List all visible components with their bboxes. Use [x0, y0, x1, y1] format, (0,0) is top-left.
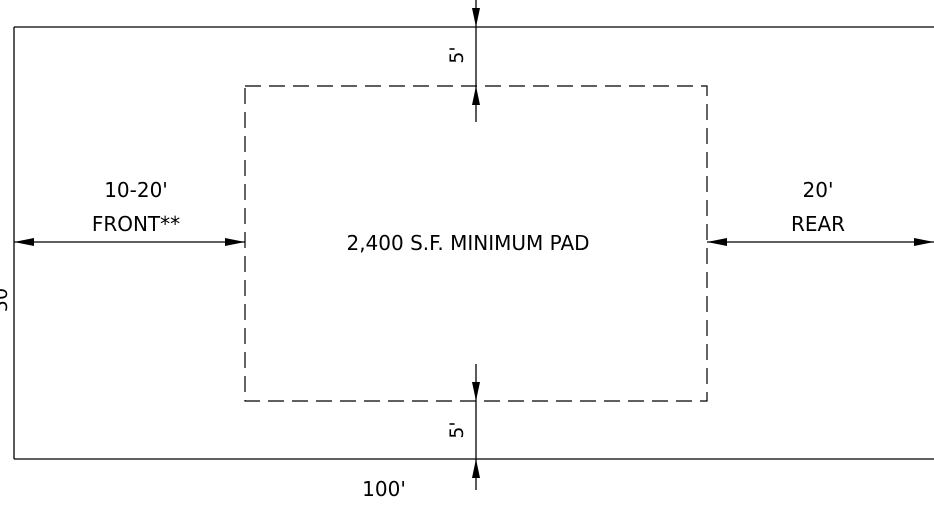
side-top-arrow-upper — [472, 8, 480, 27]
rear-arrow-left — [707, 238, 727, 246]
side-bottom-arrow-lower — [472, 459, 480, 478]
rear-arrow-right — [914, 238, 934, 246]
lot-width-label: 100' — [362, 477, 406, 501]
rear-setback-label: REAR — [791, 212, 845, 236]
front-arrow-right — [225, 238, 245, 246]
side-top-distance-label: 5' — [446, 46, 468, 63]
front-distance-label: 10-20' — [104, 178, 168, 202]
side-top-arrow-lower — [472, 86, 480, 105]
side-bottom-arrow-upper — [472, 382, 480, 401]
rear-distance-label: 20' — [803, 178, 834, 202]
front-dimension — [14, 238, 245, 246]
rear-dimension — [707, 238, 934, 246]
side-bottom-dimension — [472, 364, 480, 490]
lot-boundary — [13, 26, 934, 460]
pad-label: 2,400 S.F. MINIMUM PAD — [346, 231, 589, 255]
side-bottom-distance-label: 5' — [446, 421, 468, 438]
front-setback-label: FRONT** — [92, 212, 180, 236]
lot-depth-label: 50 — [0, 288, 12, 312]
side-top-dimension — [472, 0, 480, 122]
front-arrow-left — [14, 238, 34, 246]
